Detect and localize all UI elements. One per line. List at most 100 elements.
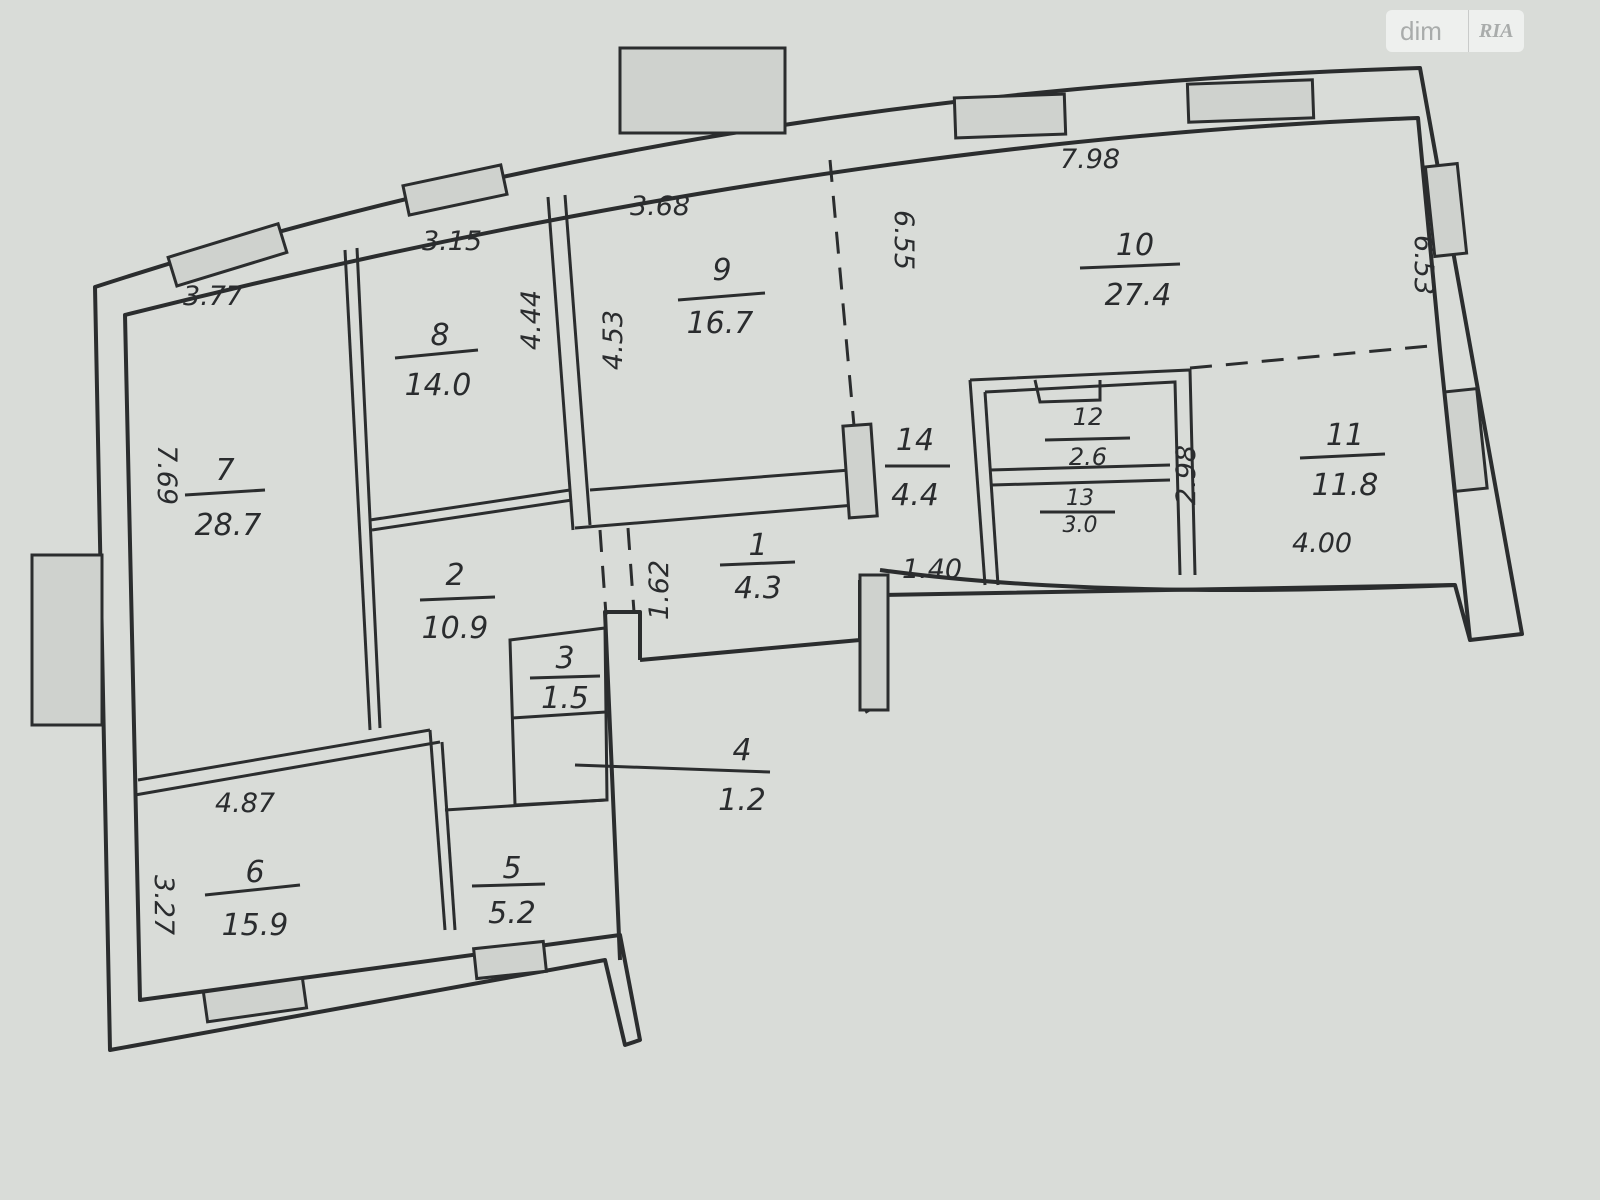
plan-label: 14.0	[405, 368, 472, 403]
fraction-bar	[574, 763, 771, 774]
fraction-bar	[1044, 436, 1131, 442]
wall-line	[828, 159, 860, 471]
fraction-bar	[184, 488, 266, 497]
plan-label: 3	[555, 641, 574, 676]
plan-label: 6	[245, 855, 264, 890]
fraction-bar	[204, 883, 301, 897]
wall-line	[343, 249, 372, 731]
window-or-pillar	[1443, 386, 1489, 494]
plan-label: 3.68	[630, 191, 690, 222]
plan-label: 5.2	[488, 896, 536, 931]
plan-label: 13	[1066, 486, 1094, 511]
plan-label: 11.8	[1312, 468, 1379, 503]
room-12: 122.6	[1044, 403, 1131, 471]
room-6: 615.9	[204, 855, 301, 943]
plan-label: 1.40	[902, 554, 962, 585]
plan-label: 2	[445, 558, 464, 593]
room-7: 728.7	[184, 453, 266, 543]
plan-label: 7.98	[1060, 144, 1120, 175]
wall-line	[574, 503, 856, 530]
room-2: 210.9	[419, 558, 496, 646]
room-5: 55.2	[471, 851, 546, 931]
room-9: 916.7	[677, 253, 766, 341]
room-labels: 14.3 210.9 31.5 41.2 55.2 615.9 728.7 81…	[184, 228, 1386, 943]
wall-line	[863, 583, 1472, 714]
plan-label: 3.15	[422, 226, 482, 257]
wall-line	[563, 194, 592, 526]
fraction-bar	[529, 674, 601, 680]
wall-line	[589, 468, 851, 492]
window-or-pillar	[618, 46, 787, 135]
wall-line	[1189, 343, 1441, 370]
watermark-logo: dim RIA	[1386, 10, 1524, 52]
plan-label: 4.53	[598, 310, 629, 370]
fraction-bar	[1299, 452, 1386, 460]
wall-line	[93, 66, 1524, 1052]
plan-label: 1.5	[541, 681, 589, 716]
wall-line	[428, 729, 447, 931]
wall-line	[137, 728, 431, 782]
room-14: 144.4	[885, 423, 950, 513]
wall-line	[603, 610, 642, 961]
plan-label: 5	[502, 851, 521, 886]
room-1: 14.3	[719, 528, 796, 606]
window-or-pillar	[30, 553, 104, 727]
wall-line	[626, 527, 636, 613]
window-or-pillar	[841, 422, 879, 520]
plan-label: 15.9	[222, 908, 289, 943]
wall-line	[371, 498, 573, 532]
window-or-pillar	[201, 976, 309, 1024]
plan-label: 1	[748, 528, 767, 563]
interior-walls	[134, 159, 1441, 931]
watermark-ria: RIA	[1468, 10, 1513, 52]
window-or-pillar	[166, 221, 289, 288]
plan-label: 10.9	[422, 611, 489, 646]
plan-label: 12	[1073, 403, 1104, 431]
window-or-pillar	[1423, 161, 1469, 259]
plan-label: 4	[732, 733, 751, 768]
plan-label: 3.77	[183, 281, 243, 312]
plan-label: 3.27	[148, 875, 179, 935]
plan-label: 2.98	[1171, 445, 1202, 505]
plan-label: 28.7	[195, 508, 262, 543]
plan-label: 9	[712, 253, 731, 288]
plan-label: 4.44	[516, 290, 547, 350]
wall-line	[991, 478, 1171, 487]
dimension-labels: 7.98 3.68 3.15 3.77 6.55 6.53 4.44 4.53 …	[148, 144, 1439, 935]
wall-line	[369, 488, 571, 522]
fraction-bar	[394, 348, 479, 360]
room-8: 814.0	[394, 318, 479, 403]
wall-line	[969, 368, 1197, 576]
plan-label: 8	[430, 318, 449, 353]
fraction-bar	[1079, 262, 1181, 270]
room-4: 41.2	[574, 733, 771, 818]
plan-label: 2.6	[1069, 443, 1107, 471]
wall-line	[598, 529, 608, 616]
fraction-bar	[719, 560, 796, 567]
room-13: 133.0	[1040, 486, 1115, 538]
room-3: 31.5	[529, 641, 601, 716]
wall-line	[989, 463, 1171, 472]
plan-label: 1.62	[644, 560, 675, 620]
plan-label: 6.53	[1408, 235, 1439, 295]
wall-line	[355, 247, 382, 729]
window-or-pillar	[471, 939, 549, 981]
window-or-pillar	[858, 573, 890, 712]
plan-label: 16.7	[687, 306, 754, 341]
wall-line	[968, 379, 987, 586]
plan-label: 10	[1116, 228, 1154, 263]
fraction-bar	[471, 882, 546, 888]
plan-label: 4.3	[734, 571, 782, 606]
wall-line	[879, 568, 1456, 592]
wall-line	[984, 380, 1182, 576]
room-10: 10 27.4	[1079, 228, 1181, 313]
wall-line	[546, 196, 575, 531]
plan-label: 4.87	[215, 788, 275, 819]
fraction-bar	[419, 595, 496, 602]
plan-label: 11	[1326, 418, 1364, 453]
plan-label: 27.4	[1105, 278, 1172, 313]
wall-line	[983, 391, 1000, 586]
plan-label: 14	[896, 423, 934, 458]
wall-line	[134, 740, 441, 797]
